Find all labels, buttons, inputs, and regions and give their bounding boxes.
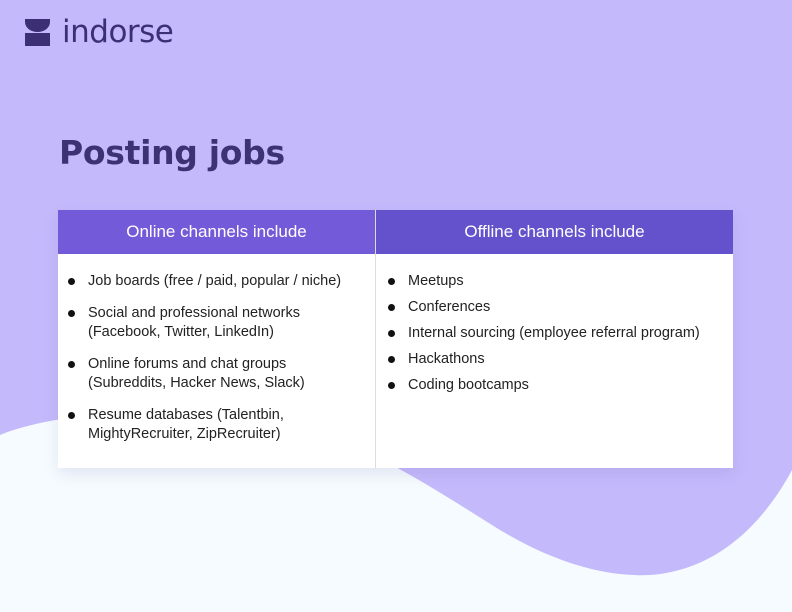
online-channels-header: Online channels include [58, 210, 375, 254]
list-item: Hackathons [388, 350, 733, 369]
bullet-icon [68, 310, 75, 317]
list-item: Social and professional networks(Faceboo… [68, 304, 375, 342]
page-title: Posting jobs [59, 133, 285, 172]
bullet-icon [68, 278, 75, 285]
list-item: Job boards (free / paid, popular / niche… [68, 272, 375, 291]
offline-channels-header: Offline channels include [376, 210, 733, 254]
channels-table: Online channels include Job boards (free… [58, 210, 733, 468]
online-channels-list: Job boards (free / paid, popular / niche… [58, 254, 375, 444]
list-item: Online forums and chat groups(Subreddits… [68, 355, 375, 393]
bullet-icon [68, 412, 75, 419]
offline-channels-list: Meetups Conferences Internal sourcing (e… [376, 254, 733, 395]
list-item: Resume databases (Talentbin,MightyRecrui… [68, 406, 375, 444]
list-item: Meetups [388, 272, 733, 291]
bullet-icon [388, 330, 395, 337]
bullet-icon [388, 278, 395, 285]
brand-name: indorse [62, 14, 174, 50]
online-channels-column: Online channels include Job boards (free… [58, 210, 376, 468]
bullet-icon [388, 356, 395, 363]
list-item: Internal sourcing (employee referral pro… [388, 324, 733, 343]
offline-channels-column: Offline channels include Meetups Confere… [376, 210, 733, 468]
brand-logo: indorse [25, 14, 174, 50]
indorse-hourglass-logo-icon [25, 19, 50, 46]
list-item: Coding bootcamps [388, 376, 733, 395]
list-item: Conferences [388, 298, 733, 317]
bullet-icon [388, 304, 395, 311]
bullet-icon [388, 382, 395, 389]
bullet-icon [68, 361, 75, 368]
